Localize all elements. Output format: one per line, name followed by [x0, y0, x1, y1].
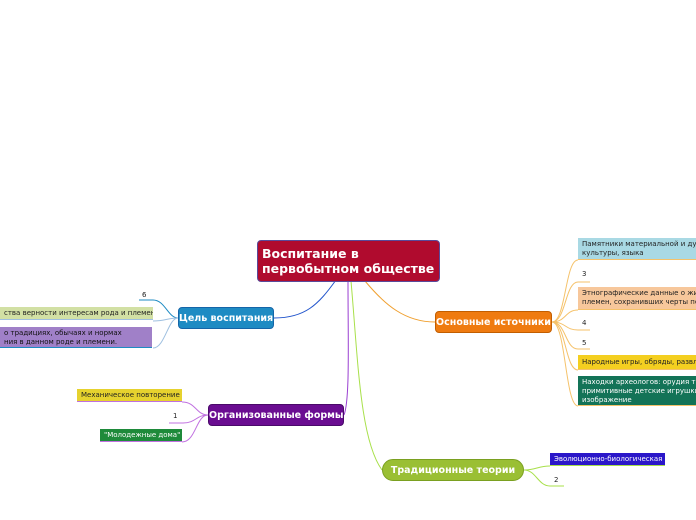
- link-goal-item-2: [152, 317, 179, 349]
- link-sources: [364, 280, 436, 323]
- theories-number: 2: [554, 476, 559, 484]
- link-sources-monuments: [551, 259, 579, 323]
- goal-item-traditions[interactable]: о традициях, обычаях и нормах ния в данн…: [0, 327, 152, 348]
- theories-item-evolutionary[interactable]: Эволюционно-биологическая: [550, 453, 665, 466]
- link-forms: [343, 280, 349, 416]
- root-topic[interactable]: Воспитание в первобытном обществе: [257, 240, 440, 282]
- link-goal: [273, 279, 337, 319]
- sources-number-5: 5: [582, 339, 587, 347]
- sources-item-ethnography[interactable]: Этнографические данные о жи племен, сохр…: [578, 287, 696, 310]
- forms-number: 1: [173, 412, 178, 420]
- forms-item-youth-houses[interactable]: "Молодежные дома": [100, 429, 182, 442]
- link-sources-finds: [551, 321, 579, 407]
- link-forms-houses: [181, 414, 209, 443]
- link-sources-ethno: [551, 309, 579, 323]
- sources-item-monuments[interactable]: Памятники материальной и ду культуры, яз…: [578, 238, 696, 260]
- link-theories: [350, 280, 383, 471]
- forms-item-repetition[interactable]: Механическое повторение: [77, 389, 182, 402]
- link-theories-evo: [523, 465, 551, 471]
- link-goal-6: [139, 299, 179, 319]
- sources-item-games[interactable]: Народные игры, обряды, развл: [578, 355, 696, 370]
- link-sources-3: [551, 281, 590, 323]
- sources-number-4: 4: [582, 319, 587, 327]
- topic-sources[interactable]: Основные источники: [435, 311, 552, 333]
- goal-item-loyalty[interactable]: ства верности интересам рода и племени: [0, 307, 153, 320]
- topic-theories[interactable]: Традиционные теории: [382, 459, 524, 481]
- link-theories-2: [523, 469, 564, 487]
- topic-forms[interactable]: Организованные формы: [208, 404, 344, 426]
- link-forms-mech: [181, 401, 209, 416]
- topic-goal[interactable]: Цель воспитания: [178, 307, 274, 329]
- topic-goal-number: 6: [142, 291, 147, 299]
- sources-item-archaeology[interactable]: Находки археологов: орудия т примитивные…: [578, 376, 696, 406]
- sources-number-3: 3: [582, 270, 587, 278]
